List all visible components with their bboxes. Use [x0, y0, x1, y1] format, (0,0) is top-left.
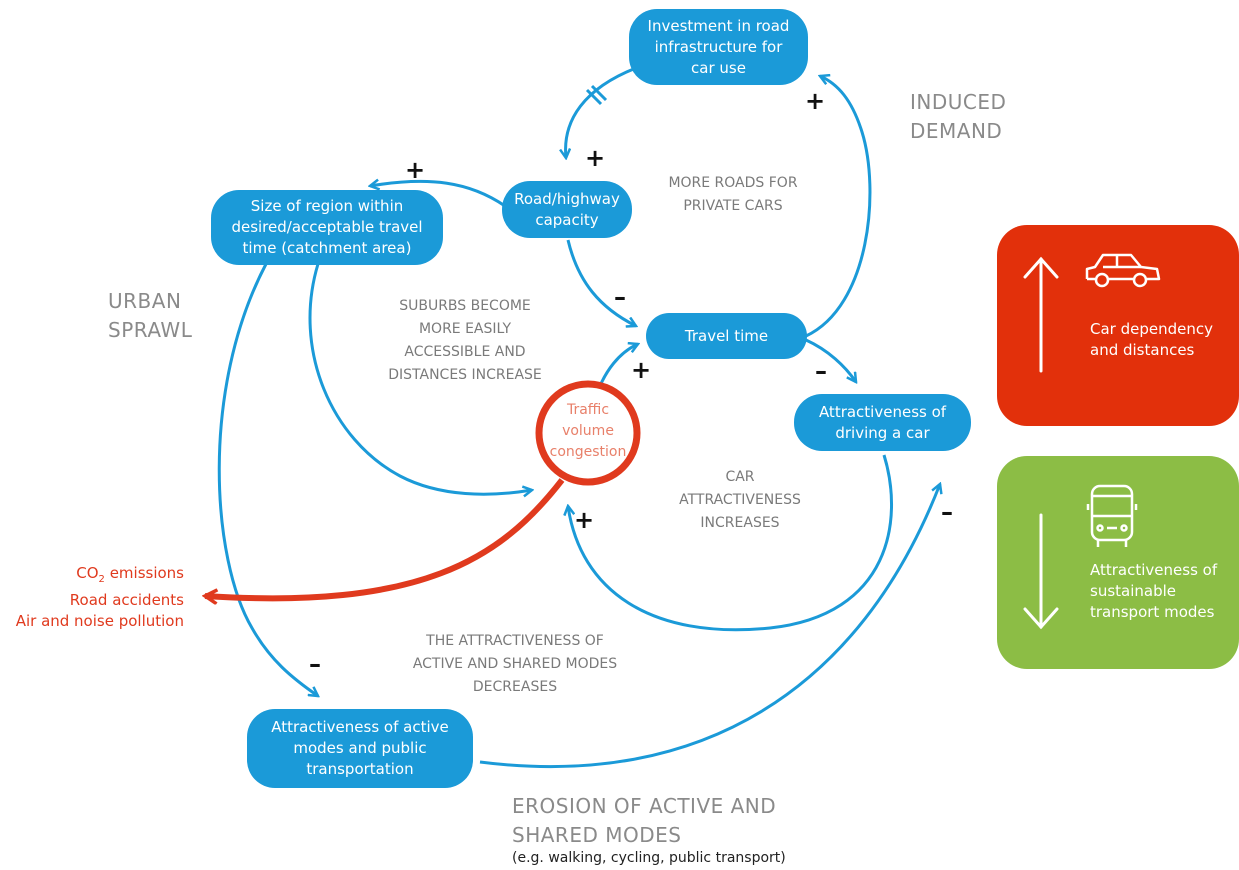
- arrow-active-to-sustainable: [479, 484, 940, 769]
- traffic-ring: [535, 380, 641, 486]
- label-suburbs: SUBURBS BECOME MORE EASILY ACCESSIBLE AN…: [388, 298, 542, 383]
- node-travel-time: Travel time: [646, 313, 807, 359]
- node-investment-label: Investment in road infrastructure for ca…: [647, 16, 790, 77]
- arrow-investment-to-capacity: [566, 66, 637, 158]
- arrow-traffic-to-impacts: [205, 478, 565, 598]
- label-erosion-examples: (e.g. walking, cycling, public transport…: [512, 850, 786, 866]
- node-attractiveness-active: Attractiveness of active modes and publi…: [247, 709, 473, 788]
- label-urban-sprawl: URBAN SPRAWL: [108, 289, 193, 342]
- sign-minus-active: –: [309, 650, 321, 678]
- delay-mark-2: [590, 84, 608, 102]
- node-road-capacity: Road/highway capacity: [502, 181, 632, 238]
- node-capacity-label: Road/highway capacity: [514, 189, 620, 229]
- delay-mark-1: [585, 88, 603, 106]
- panel-sustainable-text: Attractiveness of sustainable transport …: [1090, 561, 1218, 621]
- arrow-attract-car-to-traffic: [568, 454, 894, 632]
- sign-minus-sustainable: –: [941, 498, 953, 526]
- arrow-region-to-traffic: [308, 263, 532, 494]
- sign-plus-region: +: [405, 156, 426, 184]
- sign-plus-capacity: +: [585, 144, 606, 172]
- co2-subscript: 2: [98, 574, 105, 585]
- label-active-decreases: THE ATTRACTIVENESS OF ACTIVE AND SHARED …: [412, 633, 618, 695]
- panel-sustainable-modes: Attractiveness of sustainable transport …: [997, 456, 1239, 669]
- panel-car-dependency: Car dependency and distances: [997, 225, 1239, 426]
- sign-plus-car-traffic: +: [574, 506, 595, 534]
- arrow-travel-to-investment: [805, 76, 872, 338]
- label-induced-demand: INDUCED DEMAND: [910, 90, 1007, 143]
- node-attract-active-label: Attractiveness of active modes and publi…: [271, 718, 449, 778]
- co2-prefix: CO: [76, 564, 99, 582]
- node-region-size: Size of region within desired/acceptable…: [211, 190, 443, 265]
- node-attract-car-label: Attractiveness of driving a car: [818, 402, 947, 442]
- arrow-up-icon: [1023, 256, 1059, 373]
- node-investment: Investment in road infrastructure for ca…: [629, 9, 808, 85]
- sign-minus-attract-car: –: [815, 357, 827, 385]
- traffic-label: Traffic volume congestion: [549, 402, 627, 460]
- arrow-down-icon: [1023, 513, 1059, 630]
- node-region-label: Size of region within desired/acceptable…: [231, 197, 423, 257]
- sign-plus-traffic-travel: +: [631, 356, 652, 384]
- impact-co2: CO2 emissions: [0, 563, 184, 590]
- sign-plus-investment: +: [805, 87, 826, 115]
- arrow-region-to-active: [217, 263, 318, 696]
- arrow-capacity-to-travel: [566, 239, 636, 326]
- co2-suffix: emissions: [104, 564, 184, 582]
- label-erosion: EROSION OF ACTIVE AND SHARED MODES: [512, 794, 777, 847]
- impact-accidents: Road accidents: [69, 591, 184, 609]
- node-attractiveness-car: Attractiveness of driving a car: [794, 394, 971, 451]
- arrow-travel-to-attract-car: [805, 338, 856, 382]
- impact-pollution: Air and noise pollution: [15, 612, 184, 630]
- sign-minus-travel: –: [614, 283, 626, 311]
- node-travel-label: Travel time: [684, 326, 769, 345]
- panel-car-text: Car dependency and distances: [1090, 320, 1213, 359]
- arrow-capacity-to-region: [370, 181, 506, 208]
- bus-icon: [1086, 484, 1138, 547]
- car-icon: [1085, 253, 1161, 288]
- label-car-attractiveness: CAR ATTRACTIVENESS INCREASES: [679, 469, 801, 531]
- impacts-list: CO2 emissions Road accidents Air and noi…: [0, 563, 184, 632]
- label-more-roads: MORE ROADS FOR PRIVATE CARS: [668, 175, 798, 214]
